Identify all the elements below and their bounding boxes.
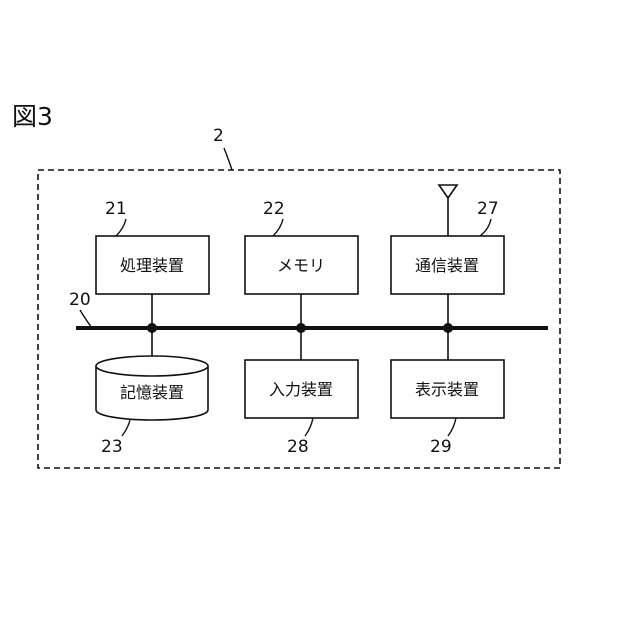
system-ref-leader (224, 148, 232, 170)
system-ref-label: 2 (213, 126, 224, 146)
antenna-icon (439, 185, 457, 236)
comm-ref-label: 27 (477, 199, 499, 219)
bus-junction-1 (147, 323, 157, 333)
bus-ref-label: 20 (69, 290, 91, 310)
bus-junction-2 (296, 323, 306, 333)
comm-ref-leader (480, 219, 491, 236)
input-label: 入力装置 (269, 380, 333, 399)
storage-ref-leader (122, 420, 130, 436)
bus-junction-3 (443, 323, 453, 333)
display-ref-label: 29 (430, 437, 452, 457)
display-ref-leader (448, 418, 456, 436)
memory-label: メモリ (277, 256, 325, 275)
processor-ref-label: 21 (105, 199, 127, 219)
input-ref-leader (305, 418, 313, 436)
comm-label: 通信装置 (415, 256, 479, 275)
input-ref-label: 28 (287, 437, 309, 457)
memory-ref-label: 22 (263, 199, 285, 219)
memory-ref-leader (273, 219, 283, 236)
display-label: 表示装置 (415, 380, 479, 399)
storage-label: 記憶装置 (120, 383, 184, 402)
processor-label: 処理装置 (120, 256, 184, 275)
bus-ref-leader (80, 310, 92, 328)
storage-ref-label: 23 (101, 437, 123, 457)
figure-title: 図3 (12, 102, 53, 131)
processor-ref-leader (116, 219, 126, 236)
